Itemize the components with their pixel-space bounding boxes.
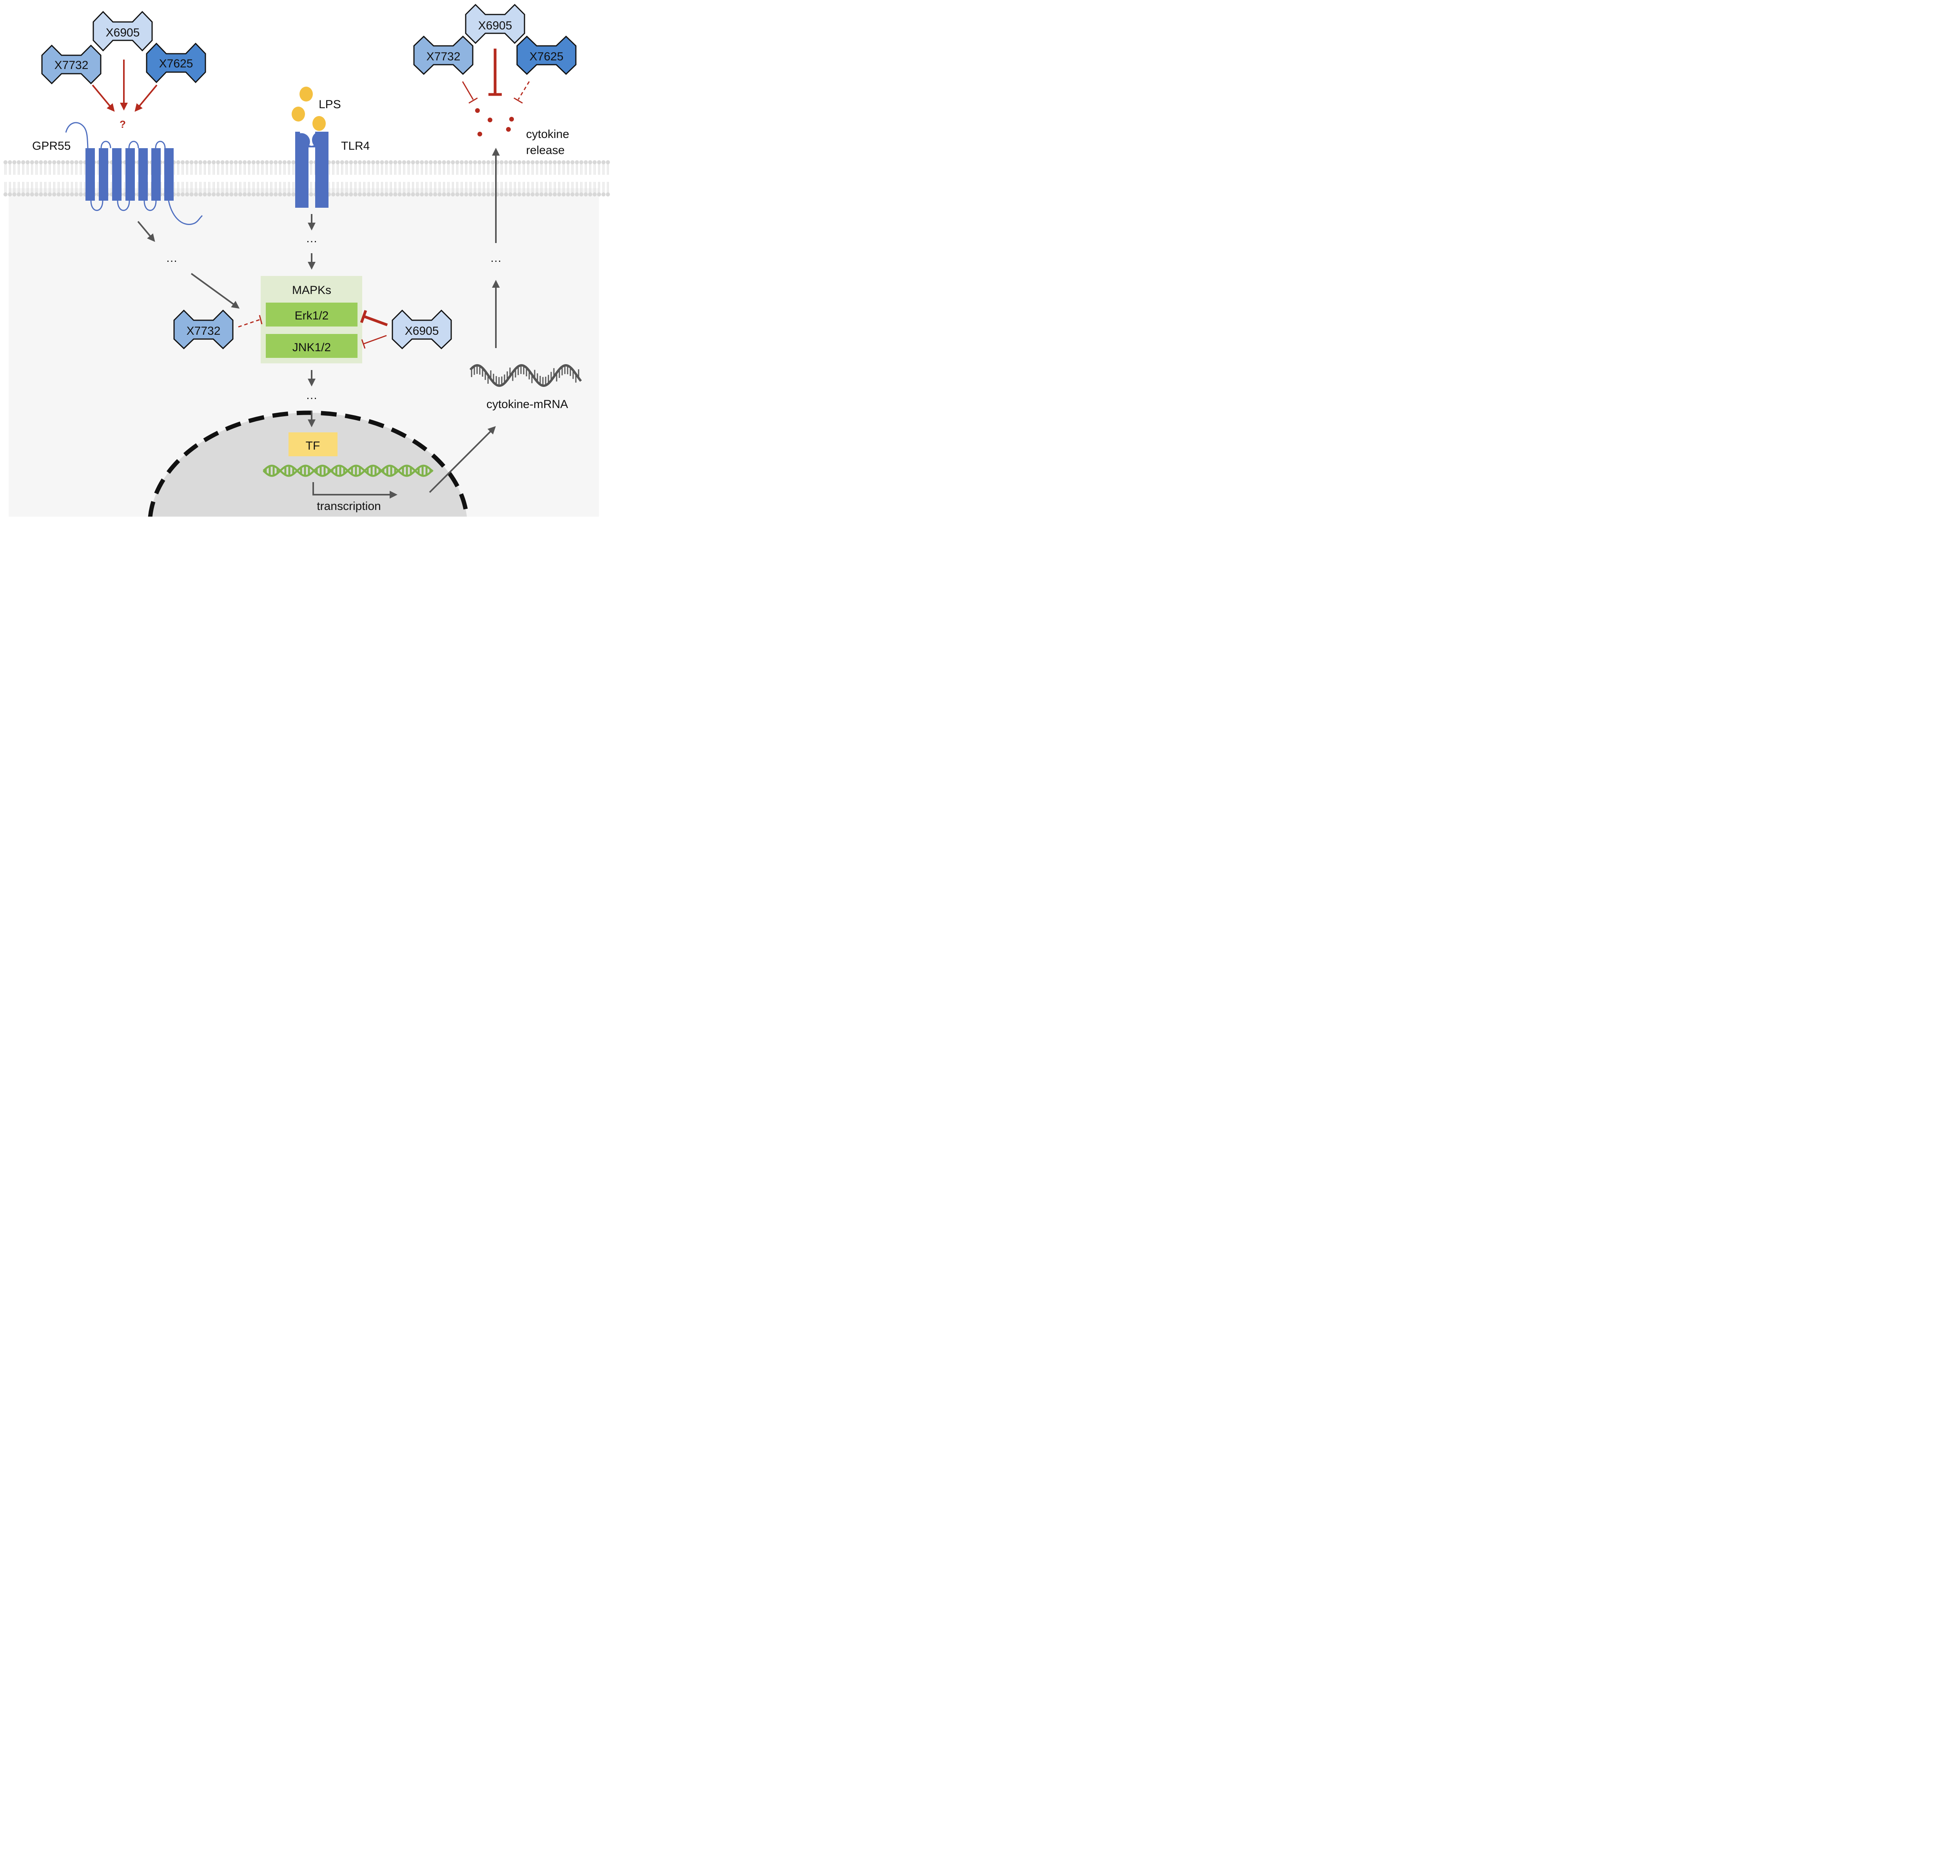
signaling-pathway-diagram: GPR55 TLR4 LPS X6905 X7732 X7625 ? X6905… bbox=[3, 4, 610, 517]
cytokine-release-label-line1: cytokine bbox=[526, 128, 569, 141]
compound-x7732-mapk: X7732 bbox=[173, 309, 234, 350]
compound-x7625-top-right: X7625 bbox=[516, 35, 577, 75]
compound-x6905-mapk: X6905 bbox=[392, 309, 452, 350]
compound-x7625-label: X7625 bbox=[159, 57, 193, 70]
compound-x7732-top-right: X7732 bbox=[413, 35, 474, 75]
mrna-strand bbox=[469, 364, 582, 387]
nucleus bbox=[148, 410, 469, 517]
tf-box bbox=[289, 432, 338, 456]
ellipsis-gpr55-path: … bbox=[166, 252, 178, 265]
compound-x7732-label: X7732 bbox=[426, 50, 461, 63]
compound-x6905-label: X6905 bbox=[478, 19, 512, 32]
compound-x6905-label: X6905 bbox=[106, 26, 140, 39]
compound-x7732-top-left: X7732 bbox=[41, 44, 102, 85]
gpr55-label: GPR55 bbox=[32, 140, 71, 152]
gpr55-receptor bbox=[65, 122, 203, 225]
erk-label: Erk1/2 bbox=[295, 309, 329, 322]
mrna-label: cytokine-mRNA bbox=[486, 398, 568, 411]
jnk-box bbox=[266, 334, 358, 358]
x6905-erk-jnk-inhibition bbox=[360, 310, 388, 349]
tlr4-label: TLR4 bbox=[341, 140, 370, 152]
jnk-label: JNK1/2 bbox=[292, 341, 331, 354]
compound-x7732-label: X7732 bbox=[54, 59, 89, 72]
compound-x6905-top-right: X6905 bbox=[465, 4, 525, 44]
tlr4-receptor-shape bbox=[295, 132, 328, 208]
cytokine-release-inhibitions bbox=[462, 49, 530, 104]
lps-label: LPS bbox=[319, 98, 341, 111]
compound-x7625-top-left: X7625 bbox=[146, 42, 206, 83]
erk-box bbox=[266, 303, 358, 327]
flow-arrows bbox=[137, 148, 500, 499]
dna-double-helix bbox=[263, 464, 434, 477]
transcription-label: transcription bbox=[317, 500, 381, 513]
cytokine-release-label-line2: release bbox=[526, 144, 564, 157]
compound-x7625-label: X7625 bbox=[530, 50, 564, 63]
compound-x6905-label: X6905 bbox=[405, 325, 439, 337]
unknown-mechanism-mark: ? bbox=[120, 118, 126, 130]
compound-to-gpr55-arrows bbox=[92, 60, 158, 112]
mapk-title: MAPKs bbox=[292, 284, 331, 297]
lps-molecules bbox=[292, 87, 326, 131]
released-cytokines bbox=[475, 108, 514, 136]
ellipsis-mapk-to-nucleus: … bbox=[306, 389, 318, 402]
ellipsis-tlr4-path: … bbox=[306, 232, 318, 245]
compound-x7732-label: X7732 bbox=[187, 325, 221, 337]
x7732-erk-inhibition bbox=[238, 315, 263, 328]
tf-label: TF bbox=[306, 439, 320, 452]
compound-x6905-top-left: X6905 bbox=[93, 11, 153, 52]
ellipsis-release-path: … bbox=[490, 252, 502, 265]
